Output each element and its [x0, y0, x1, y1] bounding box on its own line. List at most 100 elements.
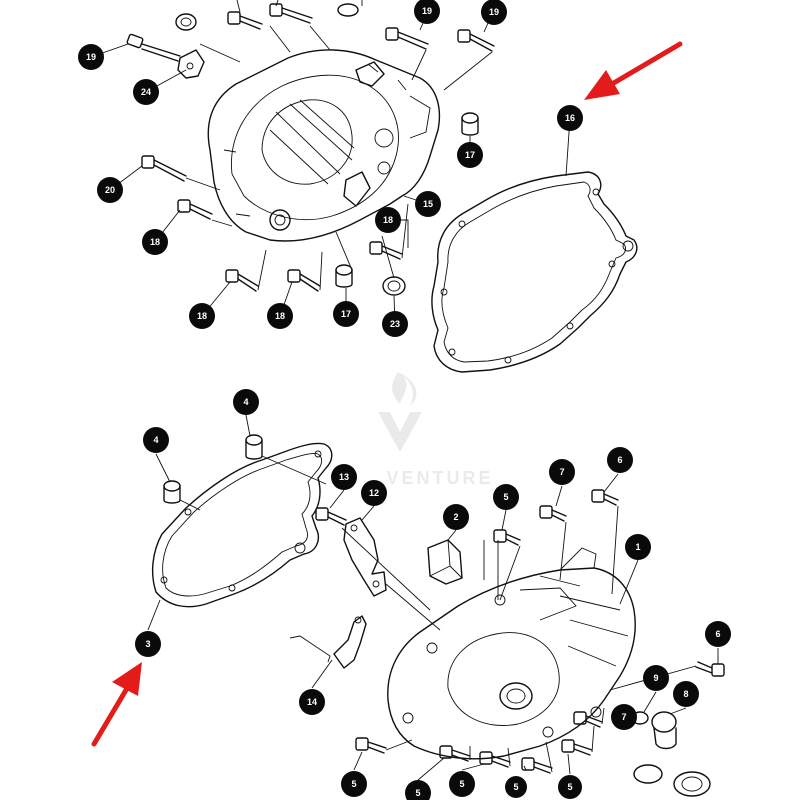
callout-label: 16 [565, 113, 575, 123]
callout-label: 19 [86, 52, 96, 62]
bolts-5-bottom [355, 711, 603, 774]
red-arrow-to-3 [91, 662, 142, 747]
callout-18-left: 18 [142, 229, 168, 255]
callout-label: 18 [197, 311, 207, 321]
callout-9: 9 [643, 665, 669, 691]
bracket-24 [177, 49, 205, 79]
callout-label: 8 [683, 689, 688, 699]
callout-18-bottom-right: 18 [267, 303, 293, 329]
callout-label: 23 [390, 319, 400, 329]
dowel-4-lower [163, 480, 181, 504]
callout-6-right: 6 [705, 621, 731, 647]
red-arrow-to-16 [584, 41, 683, 100]
gasket-3 [151, 442, 333, 608]
callout-label: 24 [141, 87, 151, 97]
seal-23 [382, 276, 406, 296]
callout-2: 2 [443, 504, 469, 530]
callout-18-right: 18 [375, 207, 401, 233]
callout-8: 8 [673, 681, 699, 707]
callout-label: 18 [383, 215, 393, 225]
callout-label: 7 [621, 712, 626, 722]
dowel-17-bottom [335, 264, 353, 288]
callout-5-bottom-3: 5 [449, 771, 475, 797]
callout-5-lower-mid: 5 [537, 767, 542, 777]
callout-label: 5 [503, 492, 508, 502]
callout-label: 5 [567, 782, 572, 792]
callout-4-upper: 4 [233, 389, 259, 415]
bolt-6-top [591, 489, 619, 506]
callout-label: 9 [653, 673, 658, 683]
callout-13: 13 [331, 464, 357, 490]
callout-label: 4 [153, 435, 158, 445]
watermark-logo [378, 372, 422, 452]
bolt-7-top [539, 505, 567, 522]
bolt-19-top [227, 3, 313, 30]
sensor-14 [289, 615, 367, 669]
bolt-6-right [695, 661, 725, 677]
plug-8 [651, 711, 677, 750]
callout-label: 20 [105, 185, 115, 195]
connector-2 [427, 539, 463, 585]
right-crankcase-cover [207, 49, 441, 242]
gasket-16 [431, 171, 638, 373]
callout-label: 13 [339, 472, 349, 482]
callout-label: 5 [459, 779, 464, 789]
callout-4-lower: 4 [143, 427, 169, 453]
callout-20: 20 [97, 177, 123, 203]
callout-19-right: 19 [481, 0, 507, 25]
callout-label: 7 [559, 467, 564, 477]
top-leaders [90, 0, 571, 325]
callout-label: 5 [351, 779, 356, 789]
callout-5-upper: 5 [493, 484, 519, 510]
callout-label: 6 [617, 455, 622, 465]
callout-label: 17 [465, 150, 475, 160]
bolt-5-upper [493, 529, 521, 546]
bracket-12 [343, 517, 387, 597]
callout-label: 12 [369, 488, 379, 498]
callout-label: 19 [489, 7, 499, 17]
callout-5-bottom-2: 5 [405, 780, 431, 800]
callout-7-top: 7 [549, 459, 575, 485]
lower-oring-and-cap [633, 764, 711, 797]
dowel-17-top [461, 112, 479, 136]
callout-5-bottom-4: 5 [505, 776, 527, 798]
washer-top [175, 3, 359, 31]
callout-23: 23 [382, 311, 408, 337]
bolt-18-left [177, 199, 213, 220]
callout-label: 5 [415, 788, 420, 798]
callout-12: 12 [361, 480, 387, 506]
callout-label: 14 [307, 697, 317, 707]
callout-label: 17 [341, 309, 351, 319]
callout-6-top: 6 [607, 447, 633, 473]
callout-label: 15 [423, 199, 433, 209]
callout-5-bottom-1: 5 [341, 771, 367, 797]
callout-label: 19 [422, 6, 432, 16]
callout-7-lower: 7 [611, 704, 637, 730]
callout-label: 2 [453, 512, 458, 522]
callout-5-bottom-5: 5 [558, 775, 582, 799]
bolt-20 [141, 155, 187, 182]
left-crankcase-cover [387, 547, 636, 760]
callout-19-center: 19 [414, 0, 440, 24]
callout-label: 4 [243, 397, 248, 407]
callout-label: 6 [715, 629, 720, 639]
callout-3: 3 [135, 631, 161, 657]
callout-label: 18 [275, 311, 285, 321]
callout-label: 5 [513, 782, 518, 792]
callout-19-left: 19 [78, 44, 104, 70]
callout-17-bottom: 17 [333, 301, 359, 327]
callout-24: 24 [133, 79, 159, 105]
callout-label: 3 [145, 639, 150, 649]
callout-17-top: 17 [457, 142, 483, 168]
callout-label: 18 [150, 237, 160, 247]
callout-label: 1 [635, 542, 640, 552]
callout-15: 15 [415, 191, 441, 217]
dowel-4-upper [245, 434, 263, 460]
bolt-13 [315, 507, 347, 526]
bolt-19-right-pair [385, 27, 495, 52]
callout-1: 1 [625, 534, 651, 560]
callout-16: 16 [557, 105, 583, 131]
bolts-18-bottom [225, 269, 321, 292]
